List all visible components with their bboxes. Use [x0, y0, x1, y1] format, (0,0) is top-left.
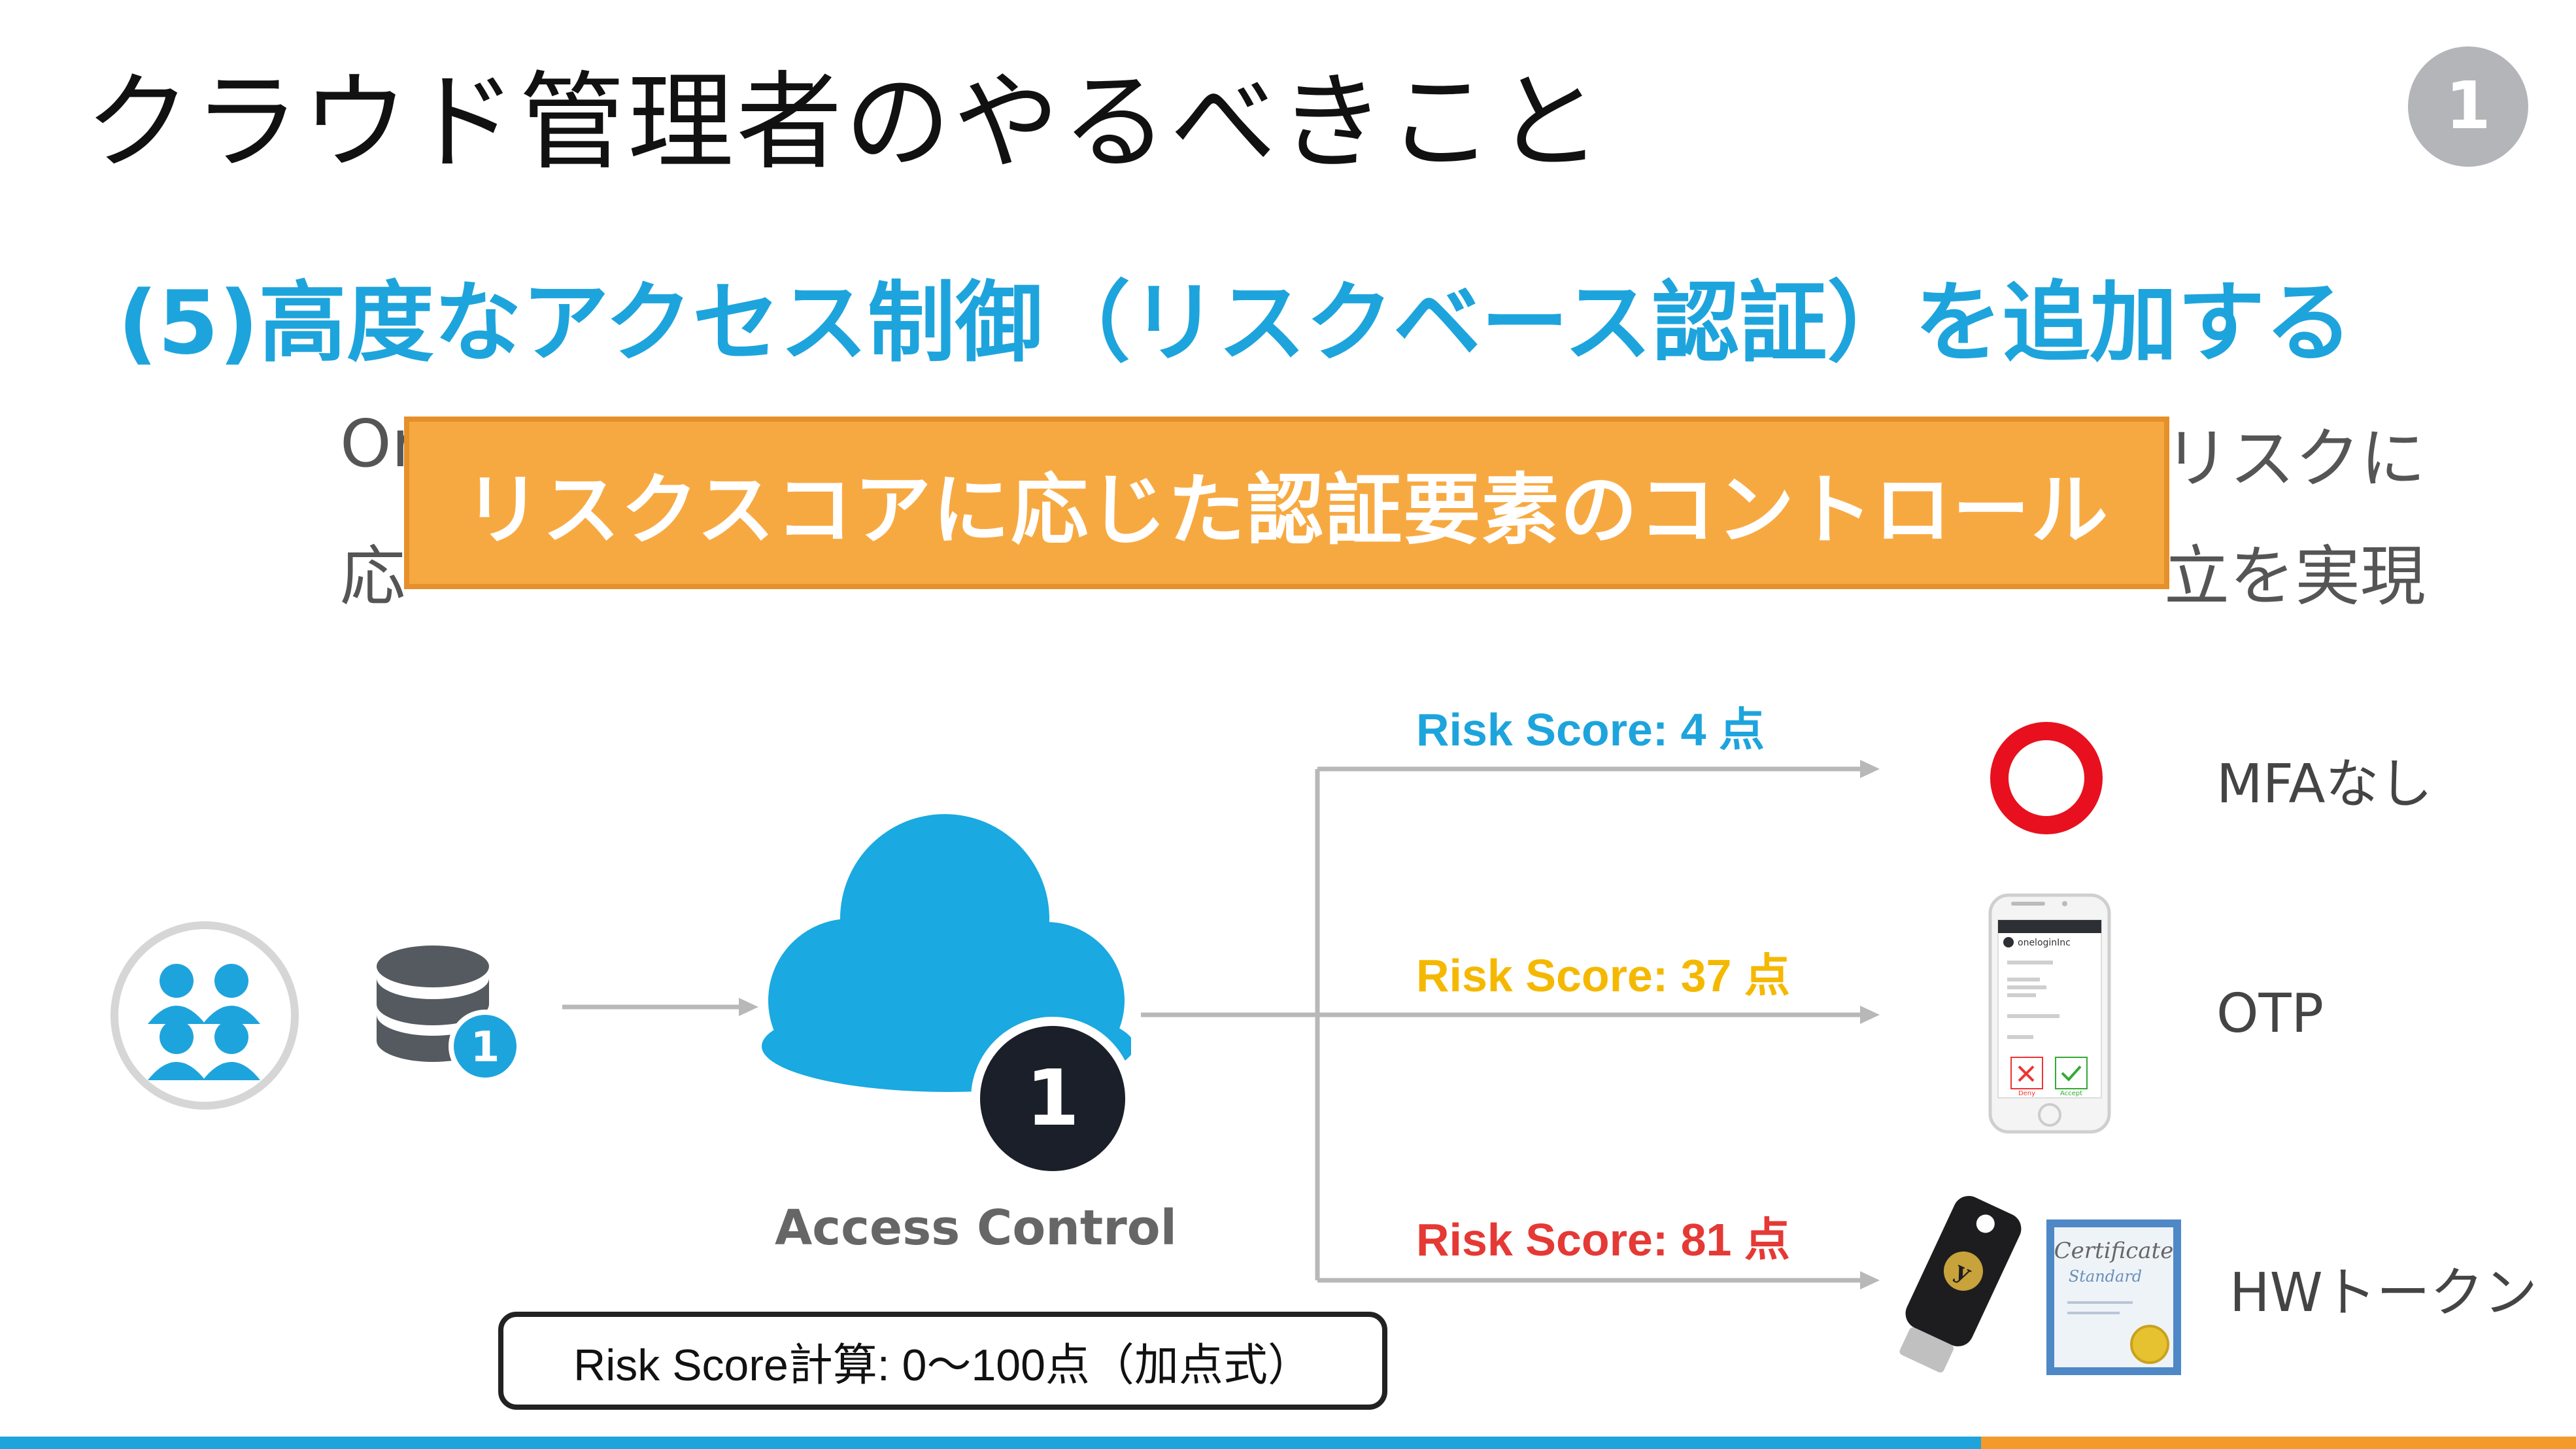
- smartphone-otp-icon: oneloginInc Deny Accept: [1988, 893, 2111, 1134]
- directory-database-icon: 1: [377, 946, 522, 1083]
- footer-bar-orange: [1981, 1437, 2576, 1449]
- method-hw-token: HWトークン: [2229, 1262, 2537, 1324]
- page-title: クラウド管理者のやるべきこと: [85, 61, 1604, 184]
- risk-score-medium: Risk Score: 37 点: [1416, 950, 1790, 1001]
- certificate-title: Certificate: [2054, 1238, 2174, 1264]
- risk-calc-note-box: Risk Score計算: 0〜100点（加点式）: [498, 1312, 1387, 1410]
- phone-accept-label: Accept: [2060, 1090, 2082, 1097]
- highlight-banner: リスクスコアに応じた認証要素のコントロール: [404, 417, 2169, 589]
- corner-logo-glyph: 1: [2445, 67, 2491, 144]
- risk-score-low: Risk Score: 4 点: [1416, 704, 1765, 755]
- method-no-mfa: MFAなし: [2216, 753, 2433, 815]
- footer-bar-blue: [0, 1437, 1981, 1449]
- risk-calc-note: Risk Score計算: 0〜100点（加点式）: [573, 1340, 1312, 1390]
- phone-deny-label: Deny: [2018, 1090, 2035, 1097]
- access-control-cloud-icon: 1: [762, 814, 1131, 1177]
- body-line2-left: 応: [340, 538, 405, 615]
- cloud-logo-glyph: 1: [1026, 1053, 1079, 1143]
- body-line1-right: リスクに: [2164, 420, 2426, 497]
- onelogin-corner-logo-icon: 1: [2408, 46, 2528, 167]
- access-control-label: Access Control: [775, 1200, 1177, 1256]
- hardware-key-certificate-icon: y Certificate Standard: [1899, 1195, 2181, 1375]
- risk-branch-connectors: [1141, 760, 1880, 1289]
- phone-org-name: oneloginInc: [2018, 938, 2071, 948]
- red-ring-icon: [1990, 722, 2103, 834]
- database-badge-glyph: 1: [471, 1023, 500, 1072]
- section-subtitle: (5)高度なアクセス制御（リスクベース認証）を追加する: [118, 272, 2353, 374]
- body-line2-right: 立を実現: [2164, 538, 2426, 615]
- certificate-subtitle: Standard: [2069, 1267, 2142, 1286]
- arrow-to-cloud: [562, 998, 758, 1016]
- risk-score-high: Risk Score: 81 点: [1416, 1214, 1790, 1265]
- method-otp: OTP: [2216, 983, 2324, 1045]
- users-group-icon: [110, 921, 299, 1110]
- banner-text: リスクスコアに応じた認証要素のコントロール: [464, 464, 2110, 555]
